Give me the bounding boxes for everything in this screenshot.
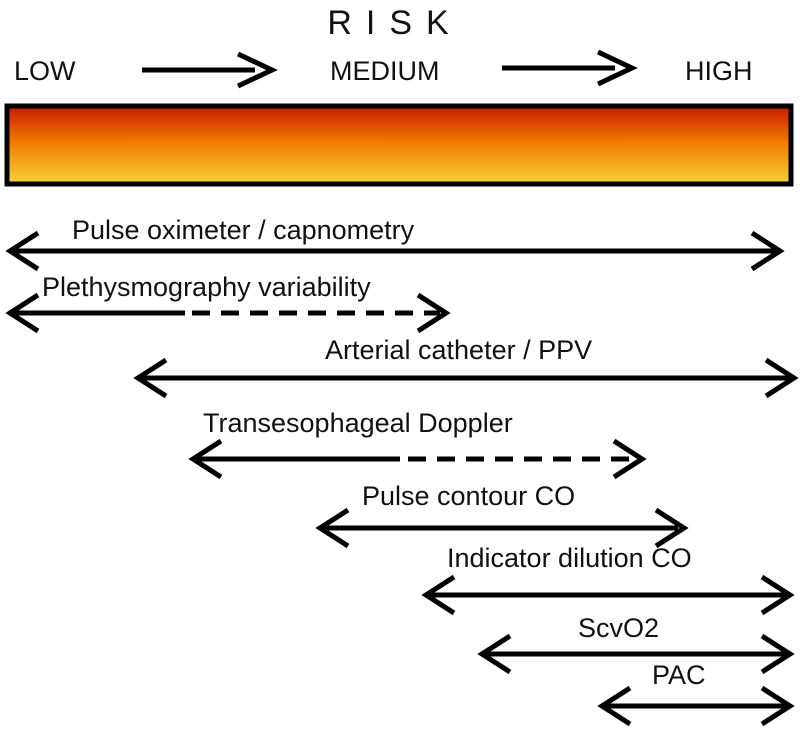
scale-arrow-low-to-medium [142, 51, 278, 89]
range-arrow-arterial-catheter [133, 357, 799, 399]
risk-gradient-bar [4, 103, 794, 187]
row-label-pac: PAC [652, 660, 706, 690]
row-label-transesophageal-doppler: Transesophageal Doppler [203, 408, 513, 438]
row-label-plethysmography: Plethysmography variability [42, 272, 371, 302]
row-label-scvo2: ScvO2 [578, 613, 659, 643]
row-label-arterial-catheter: Arterial catheter / PPV [325, 335, 592, 365]
risk-title: RISK [327, 4, 462, 42]
range-arrow-indicator-dilution [421, 574, 795, 616]
scale-label-low: LOW [14, 56, 76, 86]
scale-label-high: HIGH [685, 56, 753, 86]
range-arrow-pulse-contour [315, 507, 689, 549]
range-arrow-scvo2 [477, 633, 795, 675]
scale-label-medium: MEDIUM [330, 56, 440, 86]
range-arrow-plethysmography [5, 292, 451, 334]
range-arrow-transesophageal-doppler [188, 438, 647, 480]
row-label-indicator-dilution: Indicator dilution CO [447, 543, 692, 573]
row-label-pulse-contour: Pulse contour CO [362, 481, 575, 511]
row-label-pulse-oximeter: Pulse oximeter / capnometry [72, 215, 415, 245]
range-arrow-pulse-oximeter [5, 230, 785, 272]
range-arrow-pac [597, 685, 795, 727]
scale-arrow-medium-to-high [502, 49, 638, 87]
